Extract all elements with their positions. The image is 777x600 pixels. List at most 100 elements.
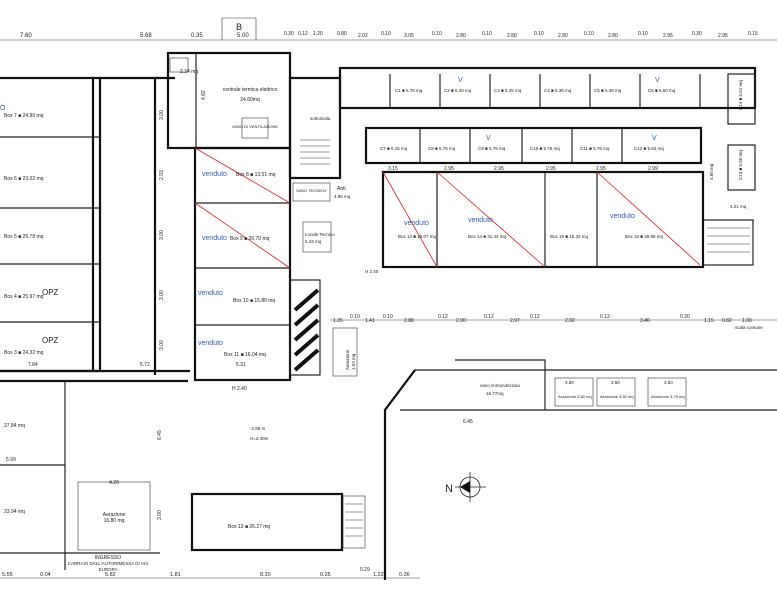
vano-ventilazione: VANO DI VENTILAZIONE — [232, 124, 278, 129]
top-dim: 0.10 — [432, 31, 442, 37]
cantina-label: C12 ■ 5.84 mq — [634, 146, 664, 151]
box-label: Box 11 ■ 16.04 mq — [224, 352, 266, 358]
dim-label: 2.90 — [456, 318, 466, 324]
box-label: 27.84 mq — [4, 423, 25, 429]
mid-box-block: venduto Box 8 ■ 13.51 mq venduto Box 9 ■… — [193, 146, 292, 392]
top-dim: 3.05 — [404, 33, 414, 39]
dim-label: 0.12 — [530, 314, 540, 320]
box-label: Box 8 ■ 13.51 mq — [236, 172, 276, 178]
v-mark: V — [458, 77, 463, 84]
aerazione-label: Aerazione — [345, 349, 350, 370]
box-label: Box 7 ■ 24.90 mq — [4, 113, 44, 119]
v-mark: V — [652, 135, 657, 142]
center-area: -2.85 m H=2.40m Box 13 ■ 26.27 mq — [190, 426, 366, 552]
top-dim: 2.95 — [718, 33, 728, 39]
status-venduto: venduto — [198, 290, 223, 297]
box-label: Box 14 ■ 31.44 mq — [468, 234, 506, 239]
dim-label: 2.95 — [494, 166, 504, 172]
box-tag: OPZ — [42, 336, 59, 345]
dim-label: 5.99 — [6, 457, 16, 463]
section-label: B — [236, 22, 242, 32]
dim-label: 2.93 — [159, 170, 165, 180]
top-dim: 0.30 — [692, 31, 702, 37]
top-dim: 0.30 — [284, 31, 294, 37]
bottom-dim: 5.82 — [105, 572, 116, 578]
top-dim: 2.80 — [456, 33, 466, 39]
box-label: Box 10 ■ 15.80 mq — [233, 298, 275, 304]
cantina-label: C9 ■ 5.76 mq — [478, 146, 506, 151]
north-arrow: N — [445, 472, 486, 502]
ingresso-label: INGRESSO — [95, 555, 122, 561]
stair-core: sottoscala VANO TECNICO Anti 4.86 mq Loc… — [288, 76, 379, 376]
cantine-top-row: C1 ■ 5.78 mq C2 ■ 5.40 mq C3 ■ 5.45 mq C… — [338, 66, 757, 110]
dim-label: 0.82 — [722, 318, 732, 324]
dim-label: 3.00 — [157, 510, 163, 520]
top-dim: 0.10 — [482, 31, 492, 37]
status-venduto: venduto — [468, 217, 493, 224]
box-label: Box 15 ■ 15.33 mq — [550, 234, 588, 239]
top-dim: 1.20 — [313, 31, 323, 37]
box-label: Box 16 ■ 28.88 mq — [625, 234, 663, 239]
dim-label: 3.00 — [159, 290, 165, 300]
dim-label: 0.10 — [383, 314, 393, 320]
top-dim: 7.60 — [20, 33, 32, 39]
north-label: N — [445, 483, 453, 495]
immondezzaio-label: vano immondezzaio — [480, 383, 521, 388]
cantina-label: C8 ■ 5.76 mq — [428, 146, 456, 151]
status-venduto: venduto — [202, 235, 227, 242]
cantina-label: C7 ■ 6.15 mq — [380, 146, 408, 151]
aerazione-small: Aerazione 3.50 mq — [600, 394, 634, 399]
cantina-label: C4 ■ 5.36 mq — [544, 88, 572, 93]
status-venduto: venduto — [198, 340, 223, 347]
centrale-label: centrale termica elettrico — [223, 87, 278, 93]
dim-label: 5.72 — [140, 362, 150, 368]
immondezzaio-area: 16.77mq — [486, 391, 504, 396]
cantina-label: C5 ■ 5.38 mq — [594, 88, 622, 93]
dim-label: 3.46 — [640, 318, 650, 324]
dim-label: 3.50 — [565, 380, 574, 385]
dim-label: 0.10 — [350, 314, 360, 320]
cantine-mid-row: C7 ■ 6.15 mq C8 ■ 5.76 mq C9 ■ 5.76 mq C… — [364, 126, 703, 172]
v-mark: V — [486, 135, 491, 142]
dim-label: 2.95 — [596, 166, 606, 172]
top-dim: 0.10 — [638, 31, 648, 37]
aerazione-mid: Aerazione 1.53 mq — [332, 327, 358, 377]
locale-tecnico: Locale Tecnico — [305, 232, 335, 237]
bottom-dim: 0.25 — [320, 572, 331, 578]
cantina-label: C14 ■ 5.51 mq — [738, 80, 743, 110]
centrale-termica: 2.34 mq centrale termica elettrico 24.60… — [166, 51, 292, 150]
aerazione-area: 1.53 mq — [351, 353, 356, 370]
dim-label: 1.41 — [365, 318, 375, 324]
aerazione-small: Aerazione 3.75 mq — [651, 394, 685, 399]
dim-label: 3.15 — [388, 166, 398, 172]
vertical-dims: 3.00 2.93 3.00 3.00 3.00 — [159, 110, 165, 350]
top-dim: 2.80 — [507, 33, 517, 39]
europa-label: EUROPA — [99, 567, 118, 572]
dim-label: 2.99 — [648, 166, 658, 172]
dim-label: 1.35 — [333, 318, 343, 324]
status-venduto: venduto — [610, 213, 635, 220]
vano-tecnico-label: VANO TECNICO — [296, 188, 326, 193]
top-dim: 0.35 — [191, 33, 203, 39]
bottom-dim: 5.55 — [2, 572, 13, 578]
cantina-label: C13 ■ 5.50 mq — [738, 150, 743, 180]
bottom-dim: 8.20 — [260, 572, 271, 578]
aerazione-small: Aerazione 3.50 mq — [558, 394, 592, 399]
top-dim: 0.80 — [337, 31, 347, 37]
height-label: H 2.40 — [365, 269, 379, 274]
box-label: Box 13 ■ 26.27 mq — [228, 524, 270, 530]
top-dim: 5.00 — [237, 33, 249, 39]
dim-label: 0.30 — [680, 314, 690, 320]
box-label: 23.94 mq — [4, 509, 25, 515]
bottom-dim: 0.36 — [399, 572, 410, 578]
dim-label: 0.12 — [438, 314, 448, 320]
anti-label: Anti — [337, 186, 346, 192]
dim-label: 1.15 — [704, 318, 714, 324]
cantina-label: C11 ■ 5.76 mq — [580, 146, 610, 151]
top-dim: 0.12 — [298, 31, 308, 37]
dim-label: 6.45 — [463, 419, 473, 425]
dim-label: 2.95 — [444, 166, 454, 172]
sottoscala-label: sottoscala — [310, 116, 331, 121]
box-label: Box 3 ■ 24.32 mq — [4, 350, 44, 356]
